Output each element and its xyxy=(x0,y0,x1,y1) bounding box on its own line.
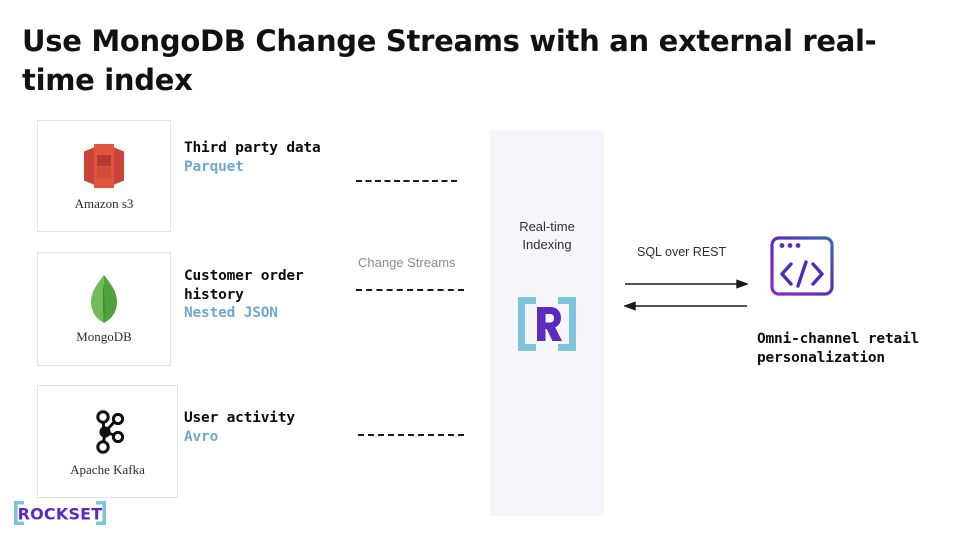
outcome-label: Omni-channel retail personalization xyxy=(757,330,919,368)
connector-dashed-line-kafka xyxy=(358,434,464,436)
source-card-mongodb: MongoDB xyxy=(37,252,171,366)
source-card-caption: MongoDB xyxy=(76,329,132,344)
code-window-icon xyxy=(770,236,834,296)
source-label-title: Third party data xyxy=(184,140,321,156)
bidirectional-arrows xyxy=(624,279,748,311)
arrow-label-sql-over-rest: SQL over REST xyxy=(637,245,727,259)
outcome-label-line1: Omni-channel retail xyxy=(757,331,920,347)
realtime-indexing-panel: Real-time Indexing xyxy=(490,130,604,516)
realtime-indexing-title: Real-time Indexing xyxy=(490,218,604,253)
source-label-mongodb: Customer order history Nested JSON xyxy=(184,267,304,323)
rockset-wordmark-text: ROCKSET xyxy=(18,505,103,524)
source-label-title: User activity xyxy=(184,410,295,426)
realtime-indexing-title-line2: Indexing xyxy=(522,236,572,252)
source-card-caption: Apache Kafka xyxy=(70,461,145,477)
source-label-format: Parquet xyxy=(184,158,244,175)
source-label-format: Avro xyxy=(184,428,219,445)
source-label-format: Nested JSON xyxy=(184,305,278,322)
source-label-title-line1: Customer order xyxy=(184,268,304,284)
realtime-indexing-title-line1: Real-time xyxy=(519,219,575,234)
mongodb-leaf-icon xyxy=(87,273,121,325)
source-card-apache-kafka: Apache Kafka xyxy=(37,385,178,498)
connector-label-change-streams: Change Streams xyxy=(358,255,456,270)
page-title: Use MongoDB Change Streams with an exter… xyxy=(22,24,877,97)
apache-kafka-icon xyxy=(89,406,127,458)
connector-dashed-line-mongodb xyxy=(356,289,464,291)
rockset-wordmark-icon: ROCKSET xyxy=(14,501,106,525)
source-label-amazon-s3: Third party data Parquet xyxy=(184,139,321,176)
source-card-amazon-s3: Amazon s3 xyxy=(37,120,171,232)
rockset-bracket-r-icon xyxy=(518,297,576,351)
source-label-apache-kafka: User activity Avro xyxy=(184,409,295,446)
outcome-label-line2: personalization xyxy=(757,350,885,367)
connector-dashed-line-s3 xyxy=(356,180,457,182)
source-card-caption: Amazon s3 xyxy=(74,196,134,211)
amazon-s3-icon xyxy=(84,140,124,192)
source-label-title-line2: history xyxy=(184,286,244,303)
